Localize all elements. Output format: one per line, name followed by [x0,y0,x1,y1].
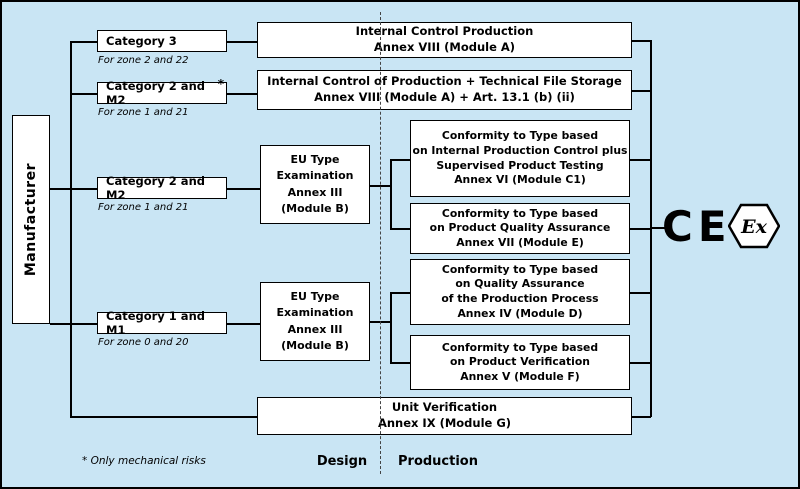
connector-line [630,159,651,161]
module-d-box: Conformity to Type based on Quality Assu… [410,259,630,325]
category-1-m1-label: Category 1 and M1 [106,309,205,337]
mechanical-risks-note: * Only mechanical risks [82,455,206,467]
module-e-box: Conformity to Type based on Product Qual… [410,203,630,254]
atex-ex-icon: Ex [727,203,781,253]
category-1-m1-box: Category 1 and M1 [97,309,227,337]
connector-line [650,40,652,417]
category-2-m2-zone: For zone 1 and 21 [98,202,189,213]
connector-line [390,362,410,364]
unit-verification-box: Unit Verification Annex IX (Module G) [257,397,632,435]
connector-line [227,323,260,325]
category-2-m2-group: Category 2 and M2 For zone 1 and 21 [97,174,227,213]
connector-line [390,159,410,161]
connector-line [632,416,651,418]
connector-line [630,292,651,294]
category-3-zone: For zone 2 and 22 [98,55,189,66]
mechanical-risks-asterisk: * [217,77,224,91]
internal-control-production-box: Internal Control Production Annex VIII (… [257,22,632,58]
category-2-m2-label: Category 2 and M2 [106,174,205,202]
connector-line [390,292,410,294]
module-f-box: Conformity to Type based on Product Veri… [410,335,630,390]
connector-line [630,228,651,230]
category-2-m2-star-group: Category 2 and M2 * For zone 1 and 21 [97,77,227,118]
design-phase-label: Design [316,454,368,469]
connector-line [70,41,72,417]
connector-line [227,188,260,190]
connector-line [70,41,97,43]
category-3-label: Category 3 [106,34,177,48]
category-2-m2-star-label: Category 2 and M2 [106,79,205,107]
connector-line [50,323,97,325]
connector-line [70,416,257,418]
connector-line [70,93,97,95]
connector-line [50,188,97,190]
category-3-box: Category 3 [97,30,227,52]
connector-line [390,292,392,363]
module-c1-box: Conformity to Type based on Internal Pro… [410,120,630,197]
design-production-divider [380,12,381,474]
category-1-m1-group: Category 1 and M1 For zone 0 and 20 [97,309,227,348]
connector-line [650,227,666,229]
eu-type-examination-top-box: EU Type Examination Annex III (Module B) [260,145,370,224]
internal-control-file-storage-box: Internal Control of Production + Technic… [257,70,632,110]
ex-mark-label: Ex [740,216,767,238]
connector-line [390,159,392,229]
eu-type-examination-bottom-box: EU Type Examination Annex III (Module B) [260,282,370,361]
production-phase-label: Production [398,454,478,469]
ce-mark: CE [662,202,732,251]
manufacturer-box: Manufacturer [12,115,50,324]
connector-line [632,40,651,42]
category-1-m1-zone: For zone 0 and 20 [98,337,189,348]
category-2-m2-star-zone: For zone 1 and 21 [98,107,189,118]
connector-line [632,90,651,92]
connector-line [227,93,257,95]
connector-line [227,41,257,43]
connector-line [630,362,651,364]
category-2-m2-star-box: Category 2 and M2 * [97,77,227,107]
category-3-group: Category 3 For zone 2 and 22 [97,30,227,66]
manufacturer-label: Manufacturer [23,162,39,277]
category-2-m2-box: Category 2 and M2 [97,174,227,202]
connector-line [390,228,410,230]
